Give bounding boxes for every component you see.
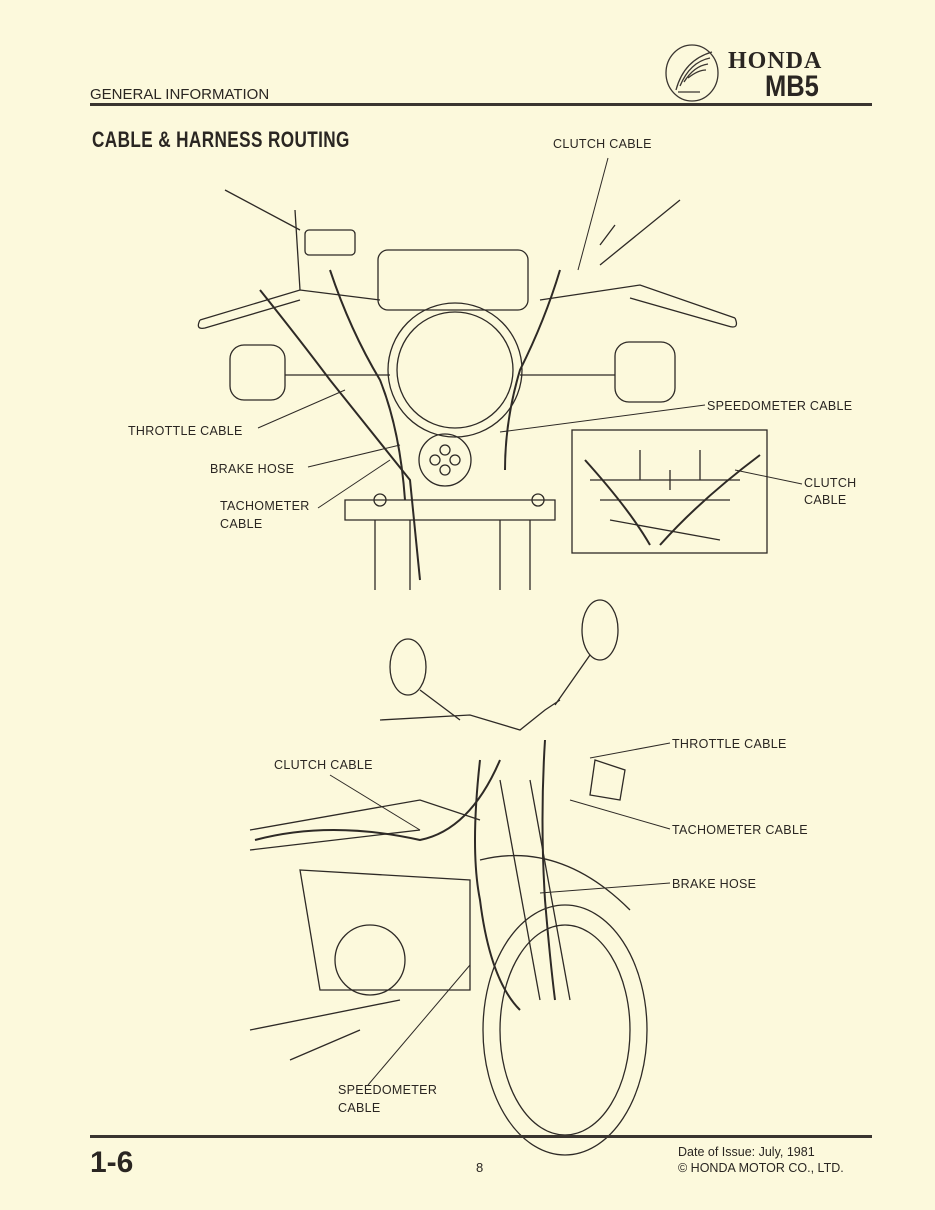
inset-label-clutch-line1: CLUTCH: [804, 476, 857, 490]
label-throttle-cable-side: THROTTLE CABLE: [672, 737, 787, 751]
leader-lines: [257, 157, 803, 1086]
label-tachometer-cable-line1: TACHOMETER: [220, 499, 310, 513]
date-of-issue: Date of Issue: July, 1981: [678, 1145, 815, 1159]
label-speedometer-cable: SPEEDOMETER CABLE: [707, 399, 853, 413]
model-name: MB5: [765, 70, 819, 103]
inset-clutch-detail: [571, 429, 768, 554]
handlebar-front-view-diagram: [197, 189, 738, 590]
header-rule: [90, 103, 872, 106]
motorcycle-side-view-diagram: [249, 599, 648, 1156]
brand-name: HONDA: [728, 48, 823, 74]
label-brake-hose: BRAKE HOSE: [210, 462, 295, 476]
label-throttle-cable: THROTTLE CABLE: [128, 424, 243, 438]
label-tachometer-cable-side: TACHOMETER CABLE: [672, 823, 808, 837]
label-clutch-cable-side: CLUTCH CABLE: [274, 758, 373, 772]
label-speedometer-cable-side-line1: SPEEDOMETER: [338, 1083, 438, 1097]
page-title: CABLE & HARNESS ROUTING: [92, 127, 350, 152]
copyright: © HONDA MOTOR CO., LTD.: [678, 1161, 844, 1175]
label-tachometer-cable-line2: CABLE: [220, 517, 263, 531]
label-clutch-cable: CLUTCH CABLE: [553, 137, 652, 151]
label-speedometer-cable-side-line2: CABLE: [338, 1101, 381, 1115]
inset-label-clutch-line2: CABLE: [804, 493, 847, 507]
footer-rule: [90, 1135, 872, 1138]
page-number: 8: [476, 1160, 484, 1175]
label-brake-hose-side: BRAKE HOSE: [672, 877, 757, 891]
section-page-id: 1-6: [90, 1146, 134, 1179]
honda-wing-logo: [665, 44, 719, 102]
section-heading: GENERAL INFORMATION: [90, 86, 270, 103]
